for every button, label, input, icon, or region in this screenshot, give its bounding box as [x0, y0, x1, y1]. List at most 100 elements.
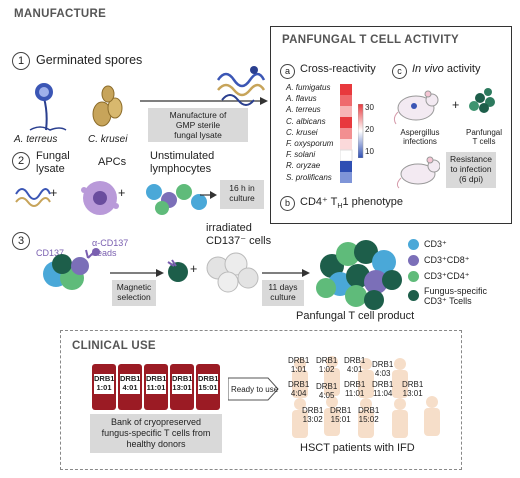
cryobag-1-l2: 4:01 — [122, 383, 138, 392]
cryobag-3-l1: DRB1 — [172, 374, 193, 383]
legend-label-cd4: CD3⁺CD4⁺ — [424, 271, 470, 281]
species-6: F. solani — [286, 150, 316, 160]
step-3-arrow-1 — [110, 269, 164, 277]
legend-label-cd8: CD3⁺CD8⁺ — [424, 255, 470, 265]
patient-3-l2: 4:03 — [374, 369, 391, 378]
legend-item-cd4: CD3⁺CD4⁺ — [408, 270, 518, 286]
panfungal-activity-box — [270, 26, 512, 224]
patient-2-l2: 4:01 — [346, 365, 363, 374]
legend-label-cd3: CD3⁺ — [424, 239, 447, 249]
species-2: A. terreus — [286, 105, 321, 115]
species-list: A. fumigatus A. flavus A. terreus C. alb… — [286, 82, 333, 183]
heat-cell-5 — [340, 139, 352, 150]
panel-a-badge: a — [280, 64, 295, 79]
culture-16h-line-2: culture — [229, 193, 255, 203]
heat-cell-1 — [340, 95, 352, 106]
beads-label-2: beads — [92, 248, 117, 258]
legend-label-fs-2: CD3⁺ Tcells — [424, 296, 472, 306]
lysate-label: Fungal lysate — [36, 150, 70, 176]
plus-sign-1: + — [50, 186, 58, 200]
irradiated-label-2: CD137⁻ cells — [206, 235, 272, 247]
panfungal-cells-icon — [469, 88, 495, 113]
cryobag-4-label: DRB1 15:01 — [198, 374, 218, 394]
lysate-manufacture-box: Manufacture of GMP sterile fungal lysate — [148, 108, 248, 142]
patient-8-l2: 13:01 — [402, 389, 423, 398]
product-label: Panfungal T cell product — [296, 310, 415, 322]
lymphocytes-label-2: lymphocytes — [150, 163, 212, 175]
resistance-line-3: (6 dpi) — [458, 174, 484, 184]
organism-b-label: C. krusei — [88, 134, 128, 145]
product-cell-cluster — [316, 240, 402, 310]
in-vivo-title: In vivo activity — [412, 63, 480, 75]
beads-label: α-CD137 beads — [92, 238, 128, 258]
patient-5-l1: DRB1 — [316, 382, 338, 391]
legend-item-fungus-specific: Fungus-specific CD3⁺ Tcells — [408, 286, 518, 308]
heat-cell-0 — [340, 84, 352, 95]
step-2-arrow — [200, 191, 217, 199]
apcs-label: APCs — [98, 156, 127, 168]
legend-label-fs-1: Fungus-specific — [424, 286, 488, 296]
species-3: C. albicans — [286, 116, 326, 126]
clinical-use-box — [60, 330, 462, 470]
panel-b-badge: b — [280, 196, 295, 211]
lysate-label-1: Fungal — [36, 150, 70, 162]
patient-0-l1: DRB1 — [288, 356, 310, 365]
spores-illustration — [29, 83, 123, 131]
irradiated-cells-icon — [206, 252, 259, 293]
bank-line-3: healthy donors — [126, 439, 186, 449]
cryobag-0-label: DRB1 1:01 — [94, 374, 114, 394]
patient-0-l2: 1:01 — [290, 365, 307, 374]
irradiated-label-1: irradiated — [206, 222, 252, 234]
legend-swatch-cd4 — [408, 271, 419, 282]
phenotype-a: CD4⁺ T — [300, 196, 338, 208]
species-0: A. fumigatus — [286, 83, 331, 92]
manufacture-header: MANUFACTURE — [14, 8, 107, 20]
cryobag-bank: DRB1 1:01 DRB1 4:01 DRB1 11:01 DRB1 13:0… — [92, 364, 222, 414]
aspergillus-label: Aspergillus infections — [394, 128, 446, 146]
ready-to-use-arrow — [228, 377, 279, 401]
species-1: A. flavus — [286, 94, 317, 104]
lysate-label-2: lysate — [36, 163, 65, 175]
cryobag-1-label: DRB1 4:01 — [120, 374, 140, 394]
cryobag-4-l2: 15:01 — [198, 383, 218, 392]
scale-tick-30: 30 — [365, 103, 374, 112]
magnetic-line-2: selection — [117, 292, 151, 302]
aspergillus-icon — [29, 83, 67, 131]
ready-to-use-label: Ready to use — [231, 385, 279, 394]
patient-11-l1: DRB1 — [358, 406, 380, 415]
scale-tick-10: 10 — [365, 147, 374, 156]
bank-description-box: Bank of cryopreserved fungus-specific T … — [90, 414, 222, 453]
step-2-cells — [15, 181, 207, 215]
plus-sign-2: + — [118, 186, 126, 200]
cd137-label: CD137 — [36, 248, 65, 258]
patients-label: HSCT patients with IFD — [300, 442, 415, 454]
lysate-box-line-2: GMP sterile — [175, 120, 221, 130]
legend-swatch-cd3 — [408, 239, 419, 250]
resistance-line-2: to infection — [450, 164, 492, 174]
cryobag-2-l2: 11:01 — [146, 383, 166, 392]
heat-cell-2 — [340, 106, 352, 117]
fungal-lysate-illustration — [216, 66, 266, 106]
magnetic-selection-box: Magnetic selection — [112, 280, 156, 306]
cryobag-0-l1: DRB1 — [94, 374, 115, 383]
step-3-badge: 3 — [12, 232, 30, 250]
lymphocytes-label: Unstimulated lymphocytes — [150, 150, 214, 176]
cryobag-0-l2: 1:01 — [96, 383, 112, 392]
patient-9-l2: 13:02 — [302, 415, 323, 424]
cryobag-2-label: DRB1 11:01 — [146, 374, 166, 394]
patient-1-l2: 1:02 — [318, 365, 335, 374]
phenotype-b: 1 phenotype — [342, 196, 404, 208]
panfungal-cells-label: Panfungal T cells — [462, 128, 506, 146]
patient-8-l1: DRB1 — [402, 380, 424, 389]
cryobag-4-l1: DRB1 — [198, 374, 219, 383]
mouse-icon-1 — [393, 90, 439, 125]
plus-sign-4: + — [452, 98, 460, 112]
cryobag-2: DRB1 11:01 — [144, 364, 168, 410]
lymphocytes-label-1: Unstimulated — [150, 150, 215, 162]
culture-16h-box: 16 h in culture — [220, 180, 264, 209]
patient-9-l1: DRB1 — [302, 406, 324, 415]
